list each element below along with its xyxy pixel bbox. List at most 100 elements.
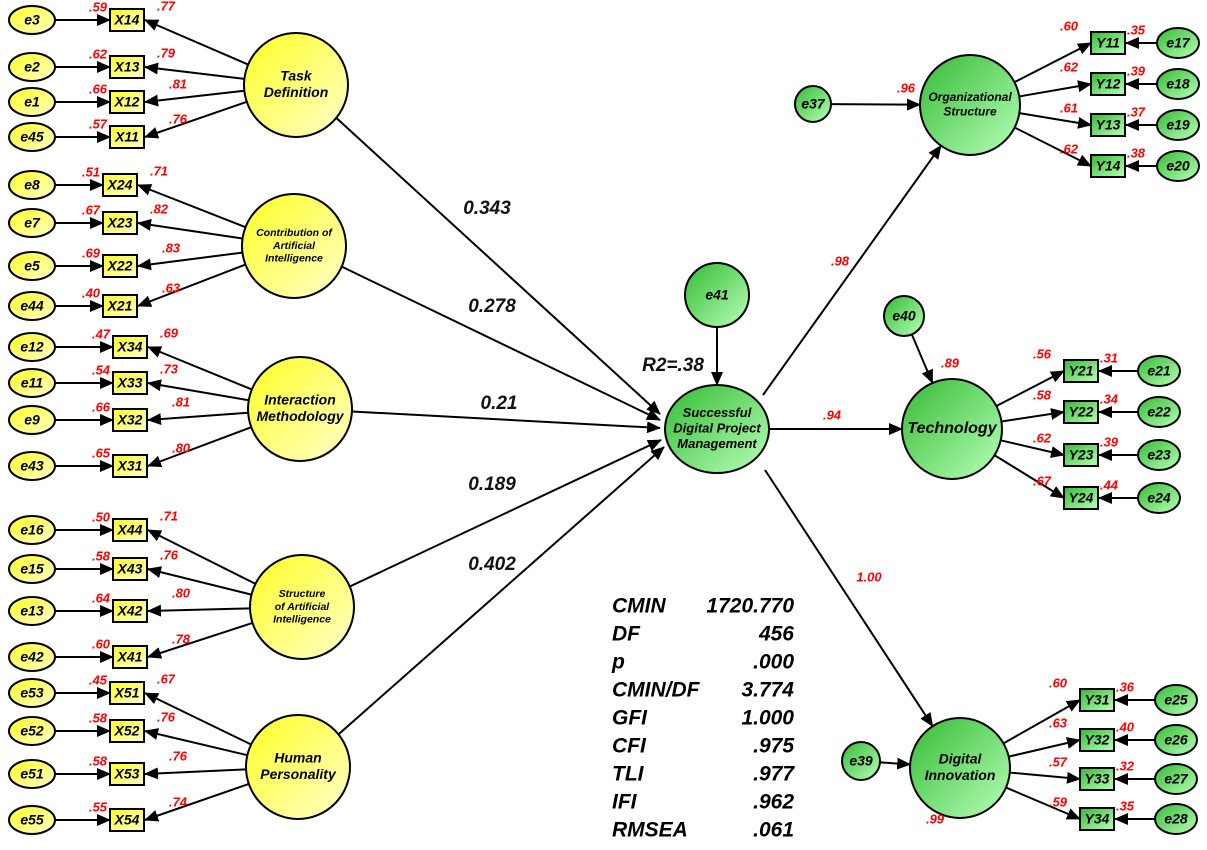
indicator-r2-label: .50: [92, 509, 111, 524]
fit-index-value: .061: [753, 819, 794, 842]
error-term-ellipse: [8, 515, 56, 545]
latent-factor-label: Personality: [260, 766, 337, 782]
loading-label: .60: [1060, 18, 1079, 33]
error-term-ellipse: [8, 291, 56, 321]
loading-arrow: [1008, 737, 1081, 758]
indicator-label: Y21: [1069, 363, 1094, 379]
indicator-label: X14: [114, 12, 140, 28]
indicator-box: [112, 454, 148, 478]
indicator-label: X21: [107, 298, 133, 314]
indicator-r2-label: .35: [1127, 22, 1146, 37]
error-term-ellipse: [1154, 803, 1198, 835]
fit-index-value: .975: [753, 735, 794, 758]
indicator-box: [1090, 113, 1126, 137]
loading-arrow: [144, 19, 249, 66]
indicator-label: Y24: [1069, 490, 1094, 506]
structural-path-arrow: [341, 265, 661, 421]
indicator-r2-label: .36: [1116, 679, 1135, 694]
indicator-label: X12: [114, 94, 140, 110]
loading-arrow: [147, 426, 252, 468]
error-term-label: e11: [21, 375, 44, 391]
latent-factor-label: Structure: [943, 104, 997, 118]
indicator-r2-label: .51: [82, 164, 100, 179]
indicator-r2-label: .58: [89, 710, 108, 725]
structural-path-arrow: [335, 117, 661, 415]
latent-factor-label: Definition: [264, 84, 329, 100]
error-term-ellipse: [8, 332, 56, 362]
latent-factor-circle: [243, 32, 349, 138]
error-term-ellipse: [8, 405, 56, 435]
error-term-ellipse: [8, 596, 56, 626]
fit-index-label: CMIN: [612, 595, 666, 618]
indicator-r2-label: .35: [1116, 798, 1135, 813]
loading-label: .58: [1033, 387, 1052, 402]
disturbance-arrow: [830, 98, 922, 111]
loading-label: .81: [172, 394, 190, 409]
central-factor-label: Digital Project: [673, 420, 761, 435]
loading-label: .67: [157, 671, 176, 686]
indicator-r2-label: .58: [92, 548, 111, 563]
indicator-box: [109, 719, 145, 743]
latent-factor-label: Intelligence: [265, 252, 323, 264]
indicator-box: [1079, 688, 1115, 712]
error-term-label: e28: [1164, 811, 1188, 827]
error-term-ellipse: [8, 805, 56, 835]
error-term-label: e26: [1164, 732, 1188, 748]
latent-factor-label: Organizational: [928, 90, 1012, 104]
structural-path-arrow: [337, 446, 665, 736]
central-factor-ellipse: [664, 384, 770, 474]
loading-label: .63: [1049, 715, 1068, 730]
indicator-label: X31: [117, 458, 143, 474]
error-term-ellipse: [1137, 355, 1181, 387]
error-term-label: e12: [20, 339, 44, 355]
error-term-label: e22: [1147, 404, 1171, 420]
loading-label: .74: [169, 794, 188, 809]
loading-label: .69: [160, 325, 179, 340]
latent-factor-circle: [245, 714, 351, 820]
indicator-box: [109, 90, 145, 114]
loading-arrow: [995, 370, 1065, 407]
latent-factor-label: Human: [274, 749, 321, 765]
latent-factor-label: Methodology: [256, 408, 344, 424]
loading-arrow: [144, 100, 248, 139]
error-term-ellipse: [8, 251, 56, 281]
structural-path-arrow: [764, 469, 934, 727]
indicator-label: X42: [117, 603, 143, 619]
indicator-box: [1063, 486, 1099, 510]
indicator-box: [1063, 400, 1099, 424]
error-term-label: e53: [20, 685, 44, 701]
indicator-r2-label: .64: [92, 590, 111, 605]
fit-index-label: CMIN/DF: [612, 679, 701, 702]
error-term-label: e19: [1166, 117, 1190, 133]
indicator-box: [1063, 359, 1099, 383]
error-term-ellipse: [8, 678, 56, 708]
loading-arrow: [1014, 126, 1092, 167]
indicator-box: [109, 55, 145, 79]
error-term-ellipse: [8, 208, 56, 238]
fit-index-value: .977: [753, 763, 795, 786]
error-term-ellipse: [1156, 68, 1200, 100]
indicator-r2-label: .65: [92, 445, 111, 460]
loading-label: .62: [1033, 430, 1052, 445]
indicator-r2-label: .57: [89, 116, 108, 131]
error-term-ellipse: [1156, 150, 1200, 182]
error-term-ellipse: [8, 554, 56, 584]
loading-arrow: [144, 89, 245, 107]
latent-factor-label: of Artificial: [275, 601, 331, 613]
error-term-ellipse: [8, 170, 56, 200]
loading-label: .77: [157, 0, 176, 13]
latent-factor-label: Structure: [279, 588, 326, 600]
loading-arrow: [147, 529, 256, 585]
error-term-label: e9: [24, 412, 40, 428]
error-term-label: e37: [801, 96, 826, 112]
indicator-r2-label: .44: [1100, 477, 1119, 492]
latent-factor-label: Interaction: [264, 391, 336, 407]
indicator-box: [112, 599, 148, 623]
indicator-label: Y12: [1096, 76, 1121, 92]
fit-index-value: 3.774: [741, 679, 794, 702]
indicator-r2-label: .55: [89, 799, 108, 814]
central-factor-label: Management: [677, 436, 757, 451]
error-term-ellipse: [8, 122, 56, 152]
loading-label: .78: [172, 631, 191, 646]
error-term-label: e40: [892, 308, 916, 324]
